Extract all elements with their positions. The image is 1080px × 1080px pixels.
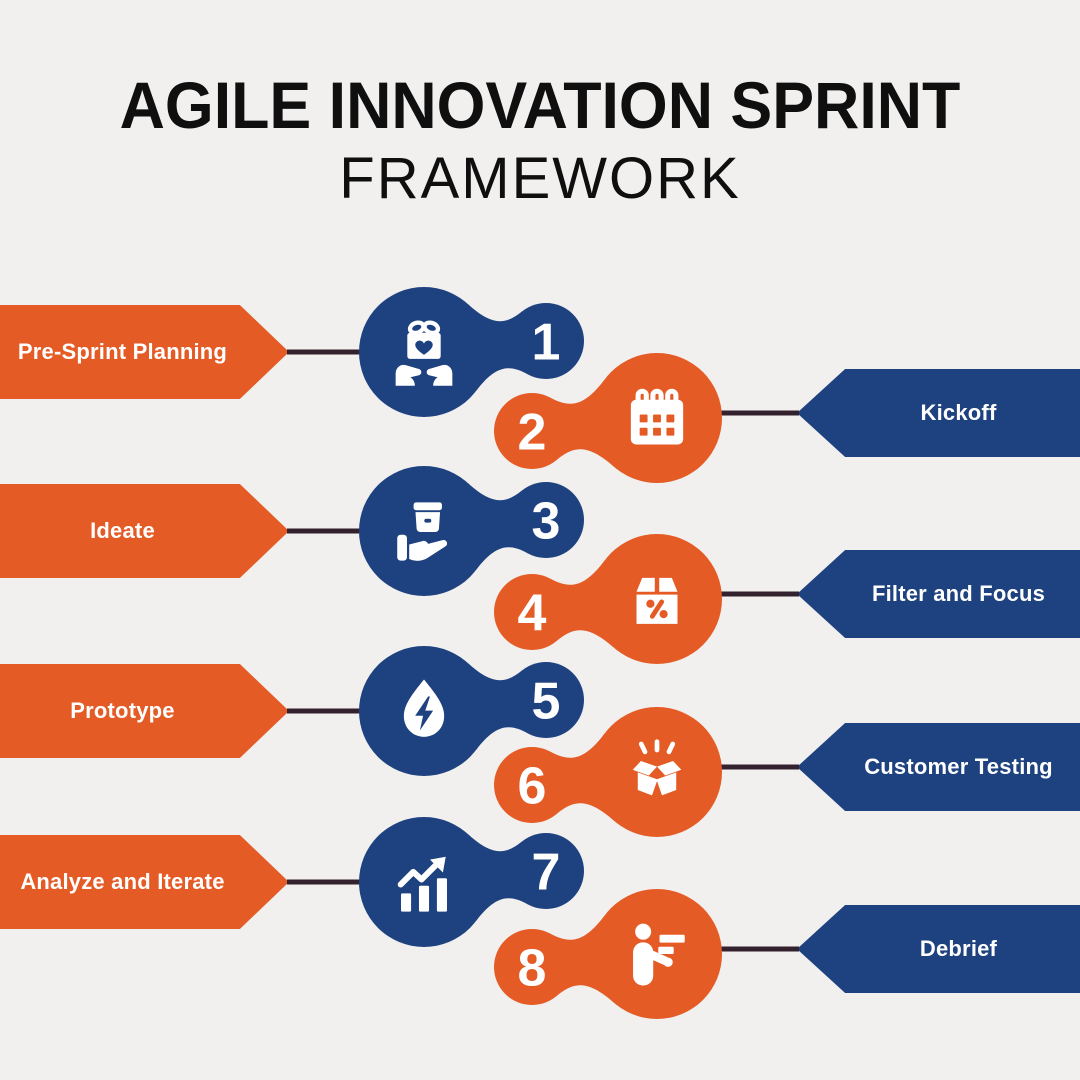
step-banner-5: Prototype [0, 664, 289, 758]
step-number-circle [494, 393, 570, 469]
step-number-circle [508, 482, 584, 558]
step-number-circle [508, 662, 584, 738]
step-number: 6 [518, 758, 547, 816]
step-label: Filter and Focus [871, 581, 1046, 606]
step-label: Customer Testing [864, 754, 1053, 779]
step-number: 8 [518, 940, 547, 998]
step-number: 7 [532, 844, 561, 902]
step-number-circle [494, 929, 570, 1005]
title-line2: FRAMEWORK [339, 146, 741, 211]
step-blob-2: 2 [494, 353, 799, 483]
step-number-circle [508, 833, 584, 909]
step-icon-circle [592, 707, 722, 837]
step-banner-8: Debrief [797, 905, 1080, 993]
step-label: Debrief [919, 936, 998, 961]
step-label: Pre-Sprint Planning [17, 339, 228, 364]
step-number: 5 [532, 673, 561, 731]
step-label: Kickoff [920, 400, 997, 425]
step-blob-3: 3 [287, 466, 584, 596]
step-blob-8: 8 [494, 889, 799, 1019]
title-line1: AGILE INNOVATION SPRINT [119, 68, 961, 142]
step-banner-3: Ideate [0, 484, 289, 578]
step-number: 4 [518, 585, 547, 643]
step-label: Prototype [70, 698, 175, 723]
step-banner-6: Customer Testing [797, 723, 1080, 811]
page-title: AGILE INNOVATION SPRINT FRAMEWORK [0, 72, 1080, 208]
step-banner-1: Pre-Sprint Planning [0, 305, 289, 399]
step-number: 3 [532, 493, 561, 551]
step-banner-2: Kickoff [797, 369, 1080, 457]
step-number: 2 [518, 404, 547, 462]
step-blob-5: 5 [287, 646, 584, 776]
step-number-circle [508, 303, 584, 379]
step-banner-4: Filter and Focus [797, 550, 1080, 638]
step-icon-circle [359, 817, 489, 947]
step-blob-7: 7 [287, 817, 584, 947]
step-blob-1: 1 [287, 287, 584, 417]
step-label: Analyze and Iterate [20, 869, 225, 894]
step-label: Ideate [90, 518, 155, 543]
step-banner-7: Analyze and Iterate [0, 835, 289, 929]
step-number-circle [494, 574, 570, 650]
step-number: 1 [532, 314, 561, 372]
step-number-circle [494, 747, 570, 823]
step-blob-6: 6 [494, 707, 799, 837]
step-blob-4: 4 [494, 534, 799, 664]
